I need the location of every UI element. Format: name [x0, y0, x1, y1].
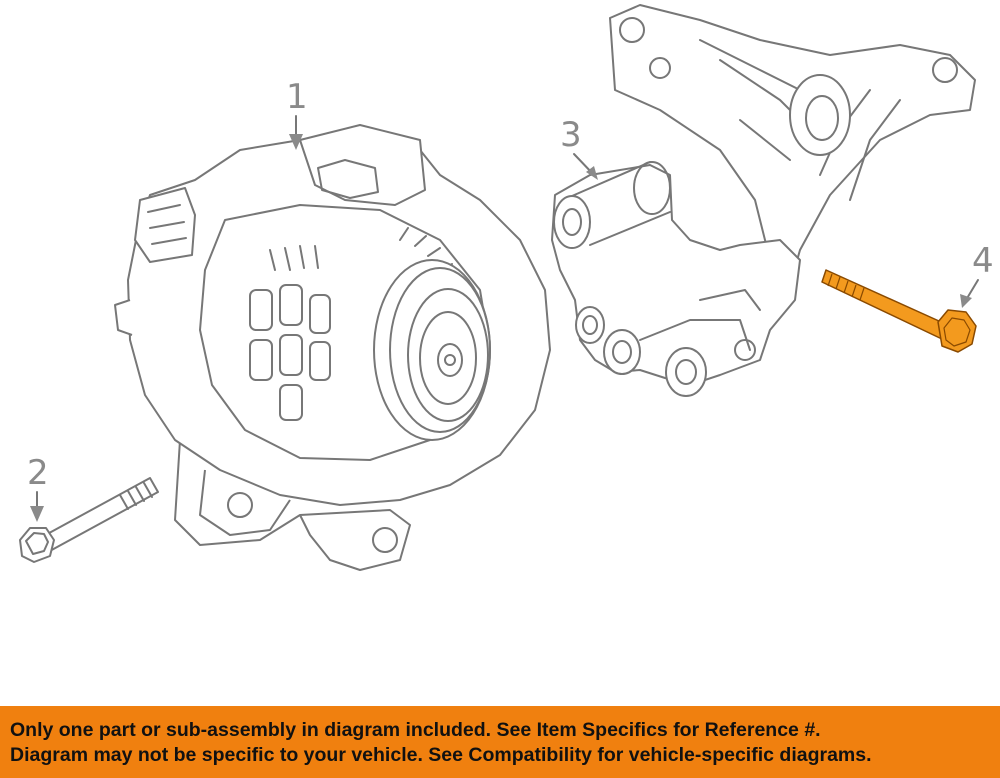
callout-4: 4 — [960, 241, 994, 308]
callout-number: 1 — [286, 77, 308, 117]
notice-banner: Only one part or sub-assembly in diagram… — [0, 706, 1000, 778]
callout-number: 3 — [560, 115, 582, 155]
callout-number: 4 — [972, 241, 994, 281]
callout-3: 3 — [560, 115, 598, 180]
parts-diagram: 1 2 3 4 — [19, 4, 994, 571]
mounting-bracket-illustration — [551, 4, 976, 397]
alternator-illustration — [114, 124, 551, 571]
notice-line-1: Only one part or sub-assembly in diagram… — [10, 719, 821, 741]
callout-2: 2 — [27, 453, 49, 522]
bracket-bolt-illustration — [821, 269, 977, 353]
notice-line-2: Diagram may not be specific to your vehi… — [10, 744, 872, 766]
callout-1: 1 — [286, 77, 308, 150]
callout-number: 2 — [27, 453, 49, 493]
alternator-bolt-illustration — [19, 477, 159, 563]
